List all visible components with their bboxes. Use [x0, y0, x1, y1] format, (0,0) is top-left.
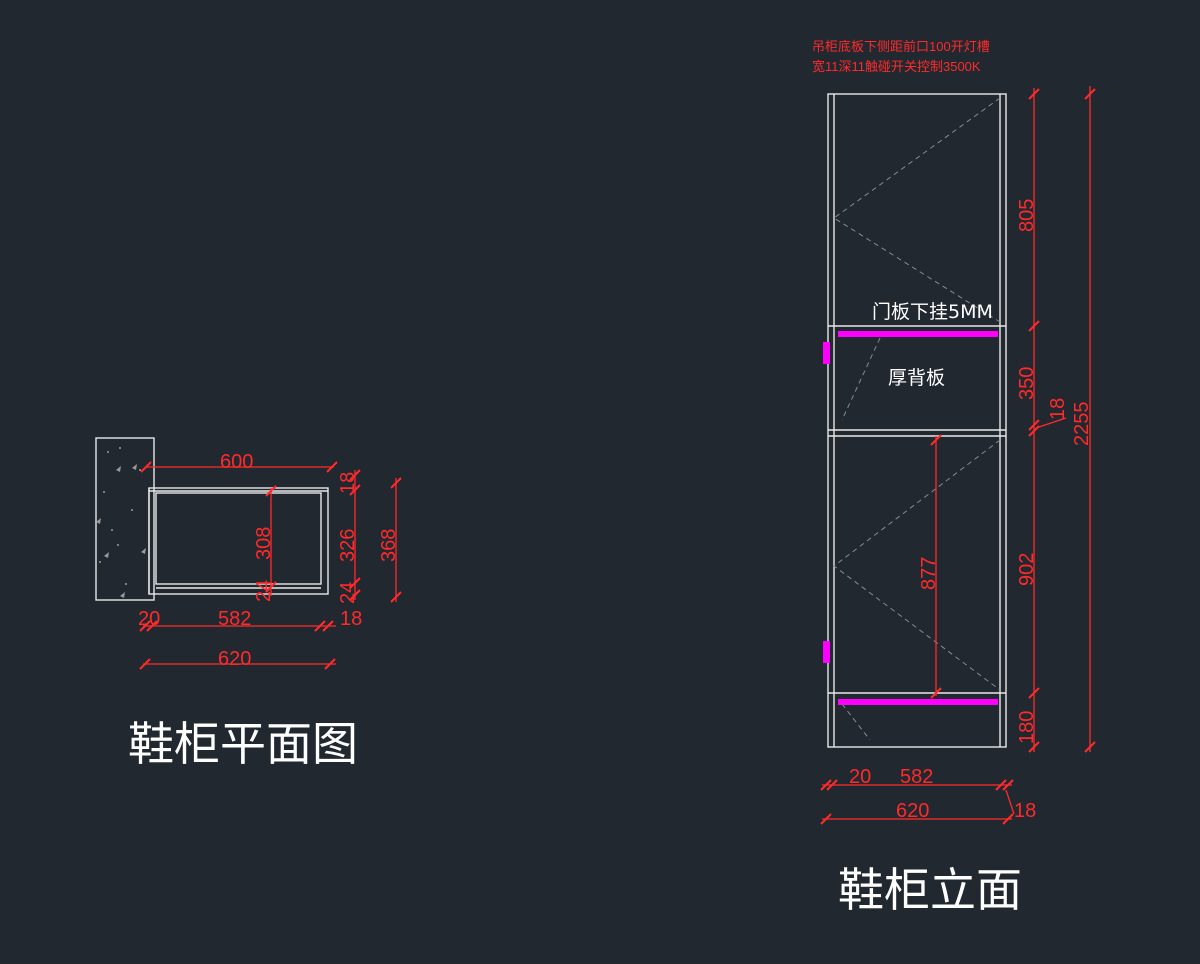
- plan-dim-18-top: 18: [337, 472, 359, 494]
- elevation-note-line2: 宽11深11触碰开关控制3500K: [812, 59, 981, 74]
- shoe-cabinet-elevation-view: 吊柜底板下侧距前口100开灯槽 宽11深11触碰开关控制3500K 门板下挂5M…: [812, 39, 1096, 917]
- plan-title: 鞋柜平面图: [128, 717, 358, 771]
- elev-dim-180: 180: [1016, 711, 1038, 744]
- plan-dim-582: 582: [218, 608, 251, 630]
- plan-dim-24-left: 24: [253, 580, 275, 602]
- base-swing: [841, 703, 871, 741]
- elev-dim-18-right: 18: [1014, 800, 1036, 822]
- shoe-cabinet-plan-view: 600 308 24 18 326 24 368 20 582 18: [95, 437, 402, 771]
- plan-dim-20: 20: [138, 608, 160, 630]
- plan-wall-hatch: [96, 447, 146, 598]
- plan-dim-18-right: 18: [340, 608, 362, 630]
- plan-wall: [95, 437, 155, 601]
- plan-dim-600: 600: [220, 451, 253, 473]
- plan-dim-24-right: 24: [337, 582, 359, 604]
- elev-dim-18-shelf: 18: [1047, 398, 1069, 420]
- elevation-title: 鞋柜立面: [838, 863, 1022, 917]
- label-door-hang: 门板下挂5MM: [872, 301, 993, 323]
- middle-open-swing: [841, 337, 881, 421]
- upper-door-swing: [833, 97, 1001, 323]
- led-strip-bottom: [838, 699, 998, 705]
- led-strip-top: [838, 331, 998, 337]
- plan-dim-308: 308: [253, 527, 275, 560]
- plan-cabinet-inner: [155, 492, 322, 585]
- hinge-upper: [823, 342, 830, 364]
- plan-dim-326: 326: [337, 529, 359, 562]
- elev-dim-877: 877: [918, 557, 940, 590]
- plan-dim-368: 368: [378, 529, 400, 562]
- elev-dim-805: 805: [1016, 199, 1038, 232]
- elev-dim-2255: 2255: [1071, 402, 1093, 447]
- elev-dim-620: 620: [896, 800, 929, 822]
- elev-dim-350: 350: [1016, 367, 1038, 400]
- elevation-cabinet-outline: [827, 93, 1007, 748]
- plan-dim-620: 620: [218, 648, 251, 670]
- elev-dim-20: 20: [849, 766, 871, 788]
- lower-door-swing: [833, 439, 1001, 691]
- elevation-note-line1: 吊柜底板下侧距前口100开灯槽: [812, 39, 990, 54]
- elev-dim-582: 582: [900, 766, 933, 788]
- elev-dim-902: 902: [1016, 553, 1038, 586]
- label-back-panel: 厚背板: [888, 367, 945, 389]
- plan-cabinet-outer: [148, 487, 329, 595]
- hinge-lower: [823, 641, 830, 663]
